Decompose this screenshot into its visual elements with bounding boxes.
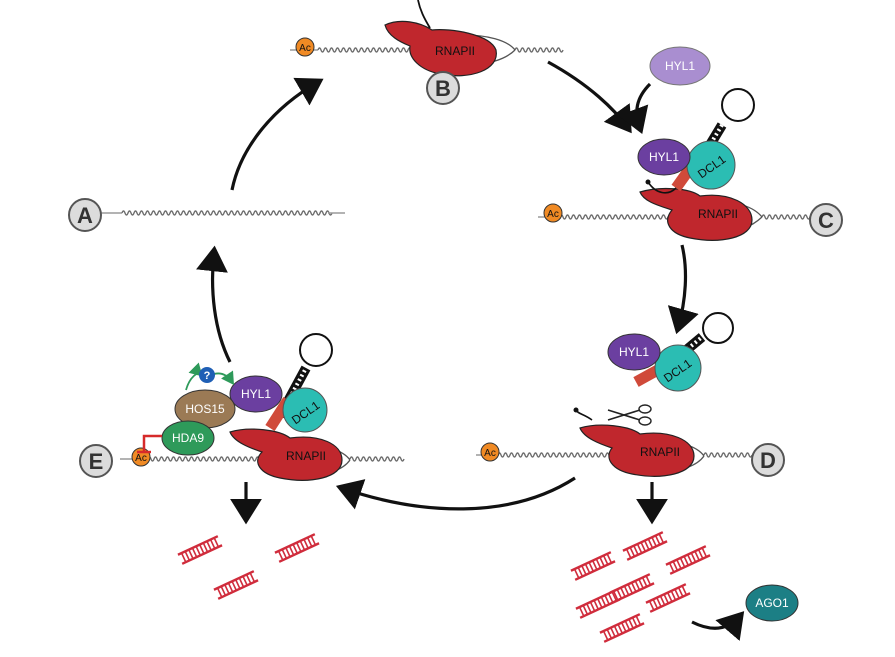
arrow-b-to-c [547,60,632,134]
mirna-duplex [599,613,645,643]
svg-text:HYL1: HYL1 [619,345,649,359]
arrow-c-to-d [667,244,699,335]
svg-text:Ac: Ac [299,43,311,54]
svg-text:Ac: Ac [547,209,559,220]
svg-text:HYL1: HYL1 [241,387,271,401]
mirna-duplex [645,583,691,613]
mirna-duplex [274,533,320,563]
svg-text:Ac: Ac [135,453,147,464]
svg-text:E: E [89,449,104,474]
svg-text:HOS15: HOS15 [185,402,225,416]
stage-c-hyl1: HYL1 [637,138,691,176]
svg-text:D: D [760,448,776,473]
arrow-d-to-e [335,476,576,511]
stage-a-badge: A [68,198,102,232]
stage-b-badge: B [426,71,460,105]
stage-c-rnapii: RNAPII [639,187,753,241]
stage-e-rnapii: RNAPII [229,428,343,481]
svg-text:RNAPII: RNAPII [640,445,680,459]
stage-d-complex: DCL1 HYL1 [607,312,734,392]
hda9-inhibition-mark [137,434,162,454]
stage-e-hos15: HOS15 [174,389,236,429]
stage-e-hyl1: HYL1 [229,375,283,413]
stage-d-ac-mark: Ac [480,442,500,462]
svg-text:AGO1: AGO1 [755,596,789,610]
stage-d-rnapii: RNAPII [573,407,695,477]
svg-text:RNAPII: RNAPII [698,207,738,221]
arrow-to-ago1 [691,611,745,641]
mirna-duplex [213,570,259,600]
stage-a-dna [100,210,345,216]
stage-e-hda9: HDA9 [161,420,215,456]
stage-b-ac-mark: Ac [295,37,315,57]
stage-c-dcl1: DCL1 [686,140,736,190]
svg-text:RNAPII: RNAPII [286,449,326,463]
scissors-icon [607,404,652,426]
mirna-duplex [665,545,711,575]
stage-e-badge: E [79,444,113,478]
mirna-duplex [609,573,655,603]
stage-c-badge: C [809,203,843,237]
svg-text:B: B [435,76,451,101]
svg-text:HDA9: HDA9 [172,431,204,445]
mirna-duplexes [177,531,711,643]
svg-text:A: A [77,203,93,228]
mirna-duplex [622,531,668,561]
svg-text:Ac: Ac [484,448,496,459]
mirna-duplex [177,535,223,565]
svg-text:HYL1: HYL1 [649,150,679,164]
stage-c-ac-mark: Ac [543,203,563,223]
hyl1-free-protein: HYL1 [649,46,711,86]
arrow-a-to-b [230,77,324,191]
svg-text:HYL1: HYL1 [665,59,695,73]
stage-b-rnapii: RNAPII [384,0,497,77]
stage-e-ac-mark: Ac [131,447,151,467]
svg-text:?: ? [204,370,211,382]
stage-d-badge: D [751,443,785,477]
arrow-hyl1-join [618,82,652,134]
mirna-duplex [570,551,616,581]
svg-text:C: C [818,208,834,233]
svg-text:RNAPII: RNAPII [435,44,475,58]
arrow-e-to-a [196,245,232,363]
stage-e-dcl1: DCL1 [282,387,328,433]
mirna-duplex [575,589,621,619]
question-regulation: ? [185,362,234,391]
ago1-protein: AGO1 [745,584,799,622]
